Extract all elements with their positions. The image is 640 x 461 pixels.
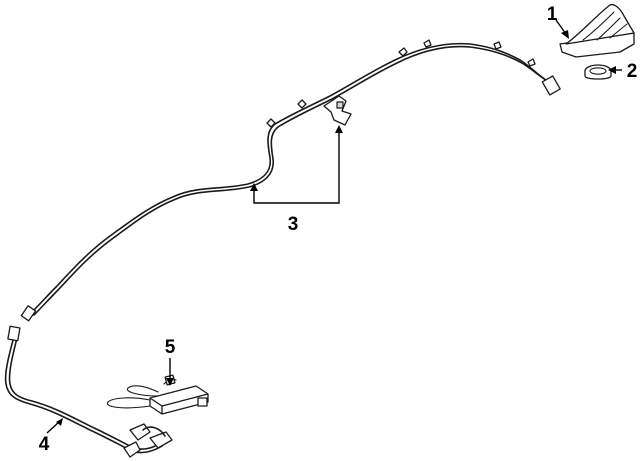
callout-3: 3 xyxy=(288,214,299,235)
callout-5: 5 xyxy=(165,337,176,358)
leader-lines xyxy=(46,19,622,434)
antenna-cable xyxy=(20,39,561,322)
shark-fin-antenna xyxy=(559,3,635,58)
callout-1: 1 xyxy=(547,4,558,25)
antenna-grommet xyxy=(584,64,612,80)
callout-4: 4 xyxy=(39,434,50,455)
callout-2: 2 xyxy=(627,61,638,82)
antenna-harness xyxy=(4,325,173,458)
antenna-amplifier xyxy=(106,374,209,415)
